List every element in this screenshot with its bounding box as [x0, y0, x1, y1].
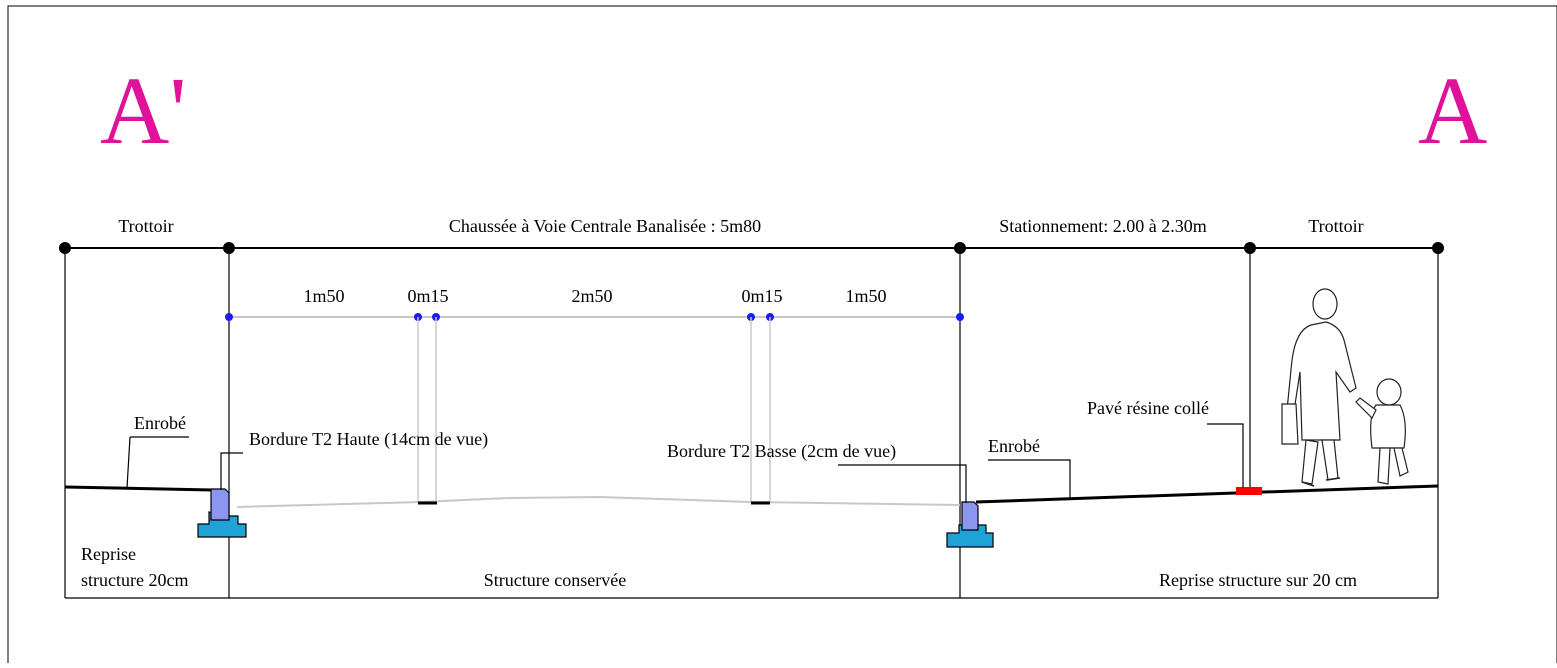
curb-left	[210, 488, 230, 521]
callout-enrobe-left: Enrobé	[134, 413, 186, 433]
callout-enrobe-right: Enrobé	[988, 436, 1040, 456]
section-mark-right: A	[1418, 57, 1487, 164]
pedestrian-adult-icon	[1281, 288, 1357, 487]
callout-bordure-haute: Bordure T2 Haute (14cm de vue)	[249, 429, 488, 450]
leader-bordure-basse	[838, 464, 967, 503]
structure-label-right: Reprise structure sur 20 cm	[1159, 570, 1357, 590]
zone-label-chaussee: Chaussée à Voie Centrale Banalisée : 5m8…	[449, 216, 761, 236]
lane-dim-label: 0m15	[407, 286, 448, 306]
lane-point	[956, 313, 964, 321]
leader-bordure-haute	[220, 452, 243, 490]
curb-foundation-left	[197, 511, 247, 538]
right-sidewalk-surface	[975, 484, 1439, 504]
section-mark-left: A'	[100, 57, 187, 164]
curb-foundation-right	[946, 524, 994, 548]
structure-label-center: Structure conservée	[484, 570, 626, 590]
leader-enrobe-right	[988, 459, 1071, 498]
left-sidewalk-surface	[64, 485, 213, 492]
curb-right	[961, 501, 979, 531]
structure-label-left-line2: structure 20cm	[81, 570, 188, 590]
leader-pave-resine	[1207, 423, 1244, 488]
zone-label-trottoir-left: Trottoir	[118, 216, 173, 236]
callout-pave-resine: Pavé résine collé	[1087, 398, 1209, 418]
resin-paver	[1236, 487, 1262, 495]
carriageway-profile	[236, 495, 961, 508]
zone-label-trottoir-right: Trottoir	[1308, 216, 1363, 236]
lane-dim-label: 0m15	[741, 286, 782, 306]
lane-point	[225, 313, 233, 321]
leader-enrobe-left	[126, 436, 131, 489]
lane-dim-label: 1m50	[845, 286, 886, 306]
zone-label-stationnement: Stationnement: 2.00 à 2.30m	[999, 216, 1206, 236]
callout-bordure-basse: Bordure T2 Basse (2cm de vue)	[667, 441, 896, 462]
lane-dim-label: 2m50	[571, 286, 612, 306]
lane-dim-label: 1m50	[303, 286, 344, 306]
pedestrian-child-icon	[1355, 378, 1409, 485]
structure-label-left-line1: Reprise	[81, 544, 136, 564]
